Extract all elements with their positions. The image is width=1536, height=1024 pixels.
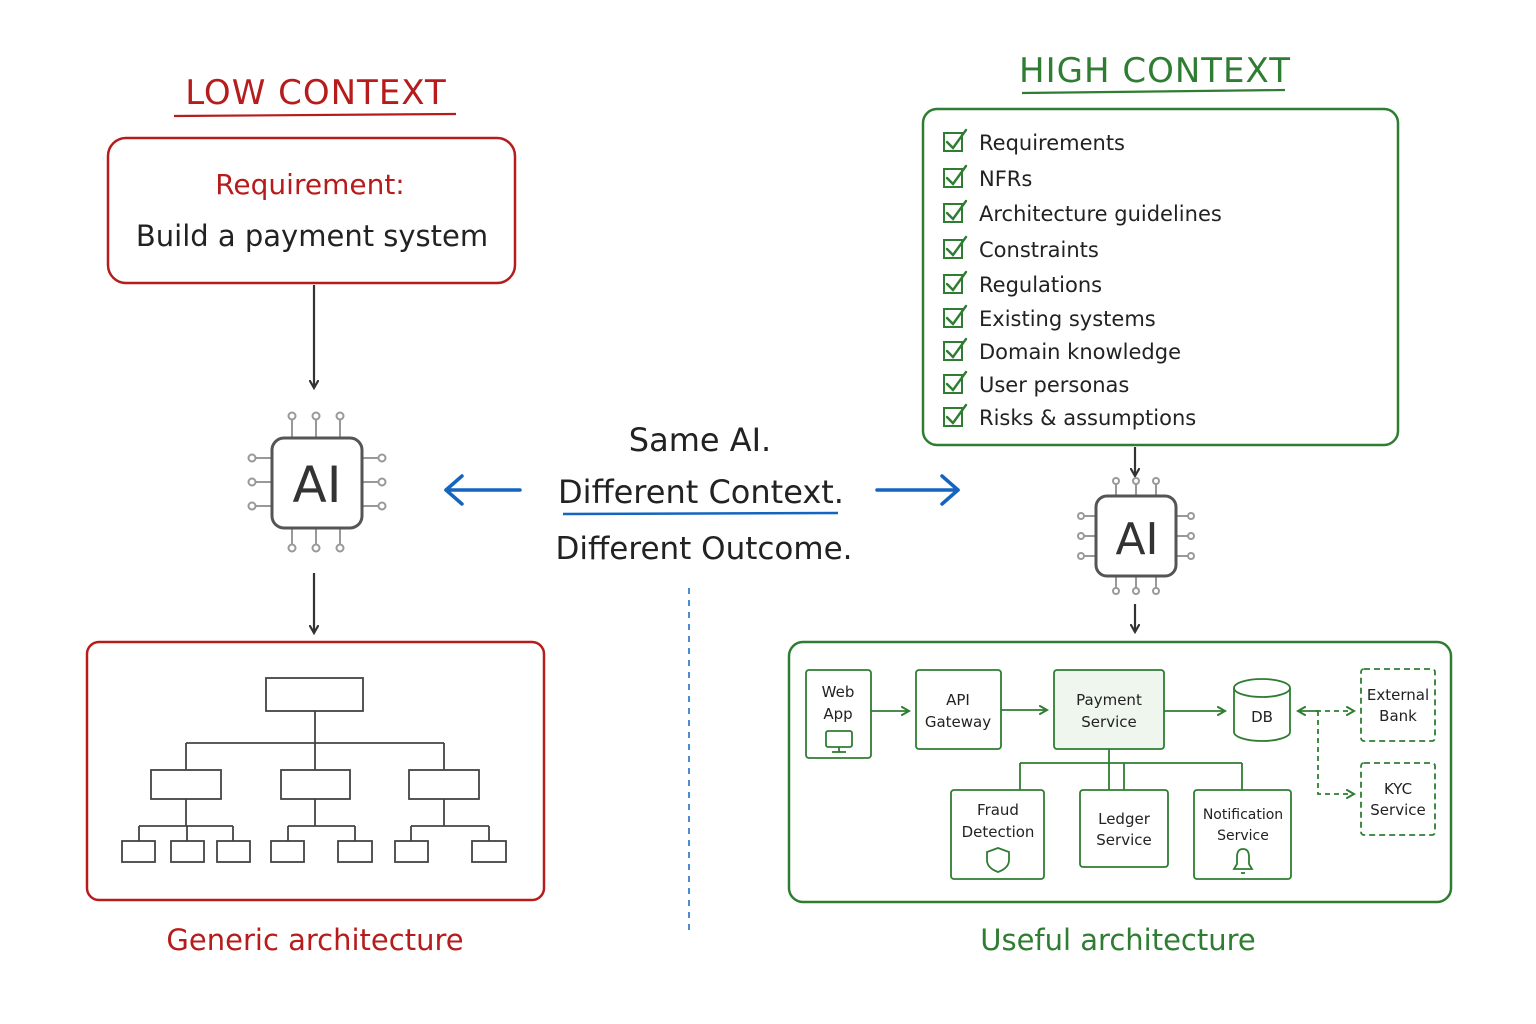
generic-tree-diagram xyxy=(121,677,507,863)
api-gateway-label-2: Gateway xyxy=(925,713,991,731)
checkbox-icon xyxy=(943,168,963,188)
checklist-item: Architecture guidelines xyxy=(943,199,1222,226)
web-app-label-1: Web xyxy=(822,683,855,701)
checkbox-icon xyxy=(943,308,963,328)
checklist-item: User personas xyxy=(943,370,1129,397)
check-mark-icon xyxy=(945,270,968,292)
checkbox-icon xyxy=(943,274,963,294)
high-context-title-underline xyxy=(1021,88,1286,95)
external-bank-label-1: External xyxy=(1367,686,1429,704)
ledger-service-label-2: Service xyxy=(1096,831,1151,849)
checkbox-icon xyxy=(943,132,963,152)
payment-service-label-2: Service xyxy=(1081,713,1136,731)
generic-architecture-box xyxy=(85,640,546,902)
checklist-item: Requirements xyxy=(943,128,1125,155)
check-mark-icon xyxy=(945,199,968,221)
check-mark-icon xyxy=(945,337,968,359)
checklist-item-label: NFRs xyxy=(979,167,1032,191)
check-mark-icon xyxy=(945,164,968,186)
checklist-item-label: Domain knowledge xyxy=(979,340,1181,364)
center-line-different-outcome: Different Outcome. xyxy=(555,531,852,567)
checklist-item-label: Regulations xyxy=(979,273,1102,297)
checklist-item-label: Requirements xyxy=(979,131,1125,155)
kyc-label-2: Service xyxy=(1370,801,1425,819)
checklist-item: Regulations xyxy=(943,270,1102,297)
ai-chip-left xyxy=(247,411,387,553)
useful-architecture-diagram xyxy=(805,668,1436,880)
generic-architecture-caption: Generic architecture xyxy=(166,923,463,957)
db-label: DB xyxy=(1251,708,1273,726)
requirement-box xyxy=(106,136,517,285)
low-context-title: LOW CONTEXT xyxy=(185,73,447,113)
high-context-title: HIGH CONTEXT xyxy=(1019,51,1291,91)
ledger-service-label-1: Ledger xyxy=(1098,810,1151,828)
checklist-item: Risks & assumptions xyxy=(943,403,1196,430)
external-bank-label-2: Bank xyxy=(1379,707,1417,725)
useful-architecture-labels: Web App API Gateway Payment Service DB E… xyxy=(822,683,1429,849)
low-context-title-underline xyxy=(173,112,457,118)
center-line-different-context: Different Context. xyxy=(558,473,844,511)
checklist-item: Domain knowledge xyxy=(943,337,1181,364)
checklist-item-label: Constraints xyxy=(979,238,1099,262)
arrow-left-blue xyxy=(444,474,522,506)
useful-architecture-box xyxy=(787,640,1453,904)
center-line-same-ai: Same AI. xyxy=(629,421,771,459)
checkbox-icon xyxy=(943,239,963,259)
notification-service-label-1: Notification xyxy=(1203,807,1283,823)
check-mark-icon xyxy=(945,235,968,257)
check-mark-icon xyxy=(945,403,968,425)
checklist-item-label: Risks & assumptions xyxy=(979,406,1196,430)
requirement-label: Requirement: xyxy=(215,168,405,201)
api-gateway-label-1: API xyxy=(946,691,970,709)
checklist-item: Constraints xyxy=(943,235,1099,262)
center-underline xyxy=(562,511,839,516)
checkbox-icon xyxy=(943,341,963,361)
fraud-detection-label-1: Fraud xyxy=(977,801,1019,819)
web-app-label-2: App xyxy=(823,705,852,723)
check-mark-icon xyxy=(945,128,968,150)
check-mark-icon xyxy=(945,370,968,392)
payment-service-label-1: Payment xyxy=(1076,691,1142,709)
ai-label-right: AI xyxy=(1115,514,1158,565)
checklist-item-label: User personas xyxy=(979,373,1129,397)
useful-architecture-caption: Useful architecture xyxy=(980,923,1256,957)
context-checklist-box xyxy=(921,107,1400,447)
kyc-label-1: KYC xyxy=(1384,780,1412,798)
checklist-item: NFRs xyxy=(943,164,1032,191)
checkbox-icon xyxy=(943,374,963,394)
checklist-item-label: Existing systems xyxy=(979,307,1156,331)
ai-label-left: AI xyxy=(293,456,342,514)
ai-chip-right xyxy=(1077,477,1195,595)
arrow-right-blue xyxy=(875,474,960,506)
checkbox-icon xyxy=(943,203,963,223)
check-mark-icon xyxy=(945,304,968,326)
checkbox-icon xyxy=(943,407,963,427)
notification-service-label-2: Service xyxy=(1217,828,1269,844)
requirement-text: Build a payment system xyxy=(136,219,488,253)
checklist-item-label: Architecture guidelines xyxy=(979,202,1222,226)
checklist-item: Existing systems xyxy=(943,304,1156,331)
fraud-detection-label-2: Detection xyxy=(962,823,1035,841)
